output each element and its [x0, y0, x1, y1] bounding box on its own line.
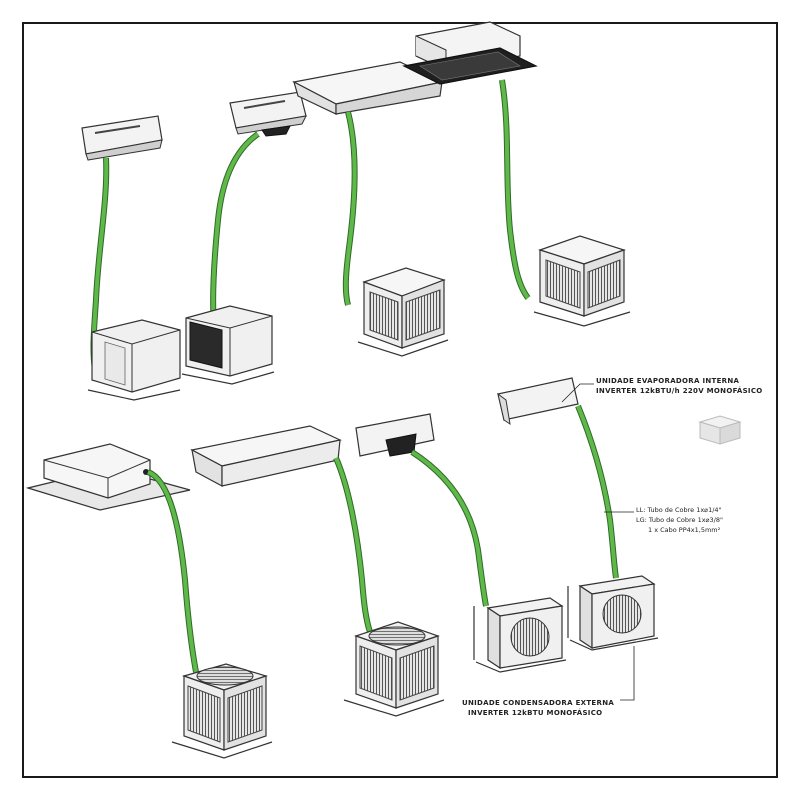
evaporator-label-line1: UNIDADE EVAPORADORA INTERNA — [596, 377, 740, 385]
outdoor-condenser-6 — [343, 621, 445, 717]
refrigerant-pipe-8 — [575, 404, 619, 579]
outdoor-condenser-2 — [181, 305, 275, 385]
wall-split-indoor-unit-1 — [81, 115, 163, 161]
outdoor-condenser-7 — [473, 597, 567, 673]
wall-split-indoor-unit-3 — [355, 413, 435, 457]
pipe-spec-line3: 1 x Cabo PP4x1,5mm² — [648, 526, 721, 534]
outdoor-condenser-4 — [533, 235, 631, 327]
pipe-spec-line2: LG: Tubo de Cobre 1x⌀3/8" — [636, 516, 723, 524]
wall-split-indoor-unit-labeled — [497, 377, 579, 426]
outdoor-condenser-1 — [87, 319, 181, 401]
outdoor-condenser-5 — [171, 663, 273, 759]
outdoor-condenser-8 — [567, 575, 659, 651]
ceiling-box-indoor-unit — [25, 443, 191, 511]
condenser-label-line2: INVERTER 12kBTU MONOFÁSICO — [468, 709, 603, 717]
evaporator-label-line2: INVERTER 12kBTU/h 220V MONOFÁSICO — [596, 387, 763, 395]
wall-split-indoor-unit-2 — [229, 91, 307, 137]
floor-ceiling-indoor-unit-2 — [190, 425, 342, 488]
outdoor-condenser-3 — [357, 267, 449, 357]
small-cube-icon — [698, 415, 742, 445]
annotation-leaders — [561, 383, 635, 701]
condenser-label-line1: UNIDADE CONDENSADORA EXTERNA — [462, 699, 615, 707]
cassette-indoor-unit — [402, 21, 538, 85]
pipe-spec-line1: LL: Tubo de Cobre 1x⌀1/4" — [636, 506, 722, 514]
floor-ceiling-indoor-unit — [292, 61, 444, 115]
